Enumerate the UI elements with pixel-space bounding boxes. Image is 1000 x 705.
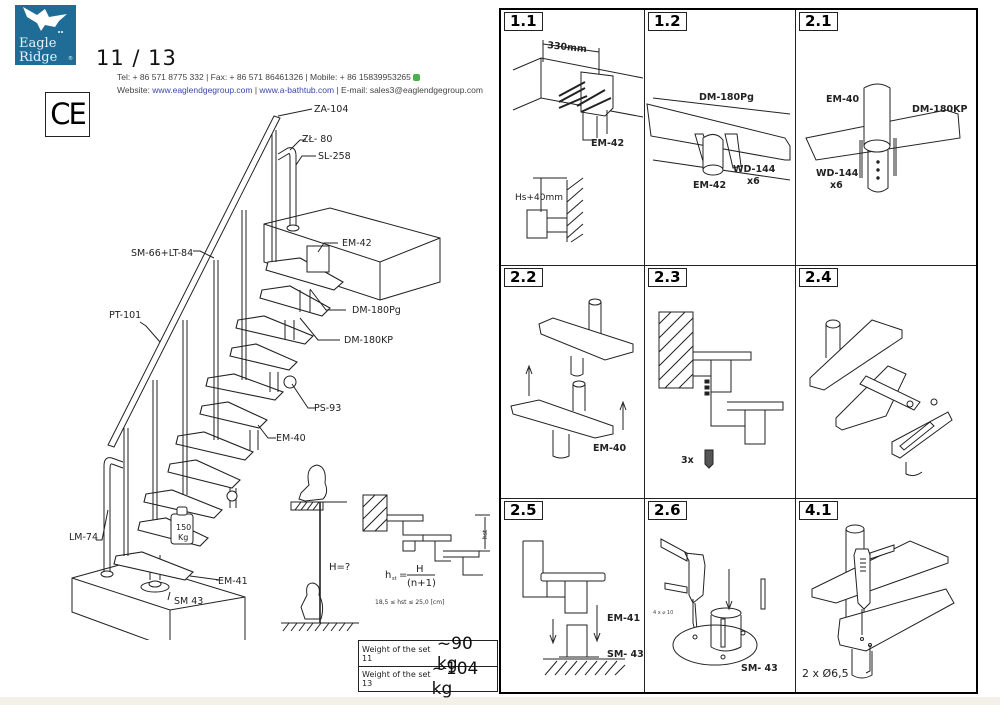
label-lm74: LM-74 [69, 532, 98, 543]
formula-subscript: st [392, 576, 397, 582]
eagle-ridge-logo: Eagle Ridge ® [15, 5, 76, 65]
base-label: SM- 43 [607, 649, 644, 660]
step-number: 1.2 [648, 12, 687, 31]
label-dm180pg: DM-180Pg [352, 305, 401, 316]
step-1-1-illustration: 330mm EM-42 Hs+40mm [512, 40, 644, 243]
height-calculation-diagram: H=? h st = H (n+1) 18,5 ≤ hst ≤ 25,0 [cm… [281, 464, 490, 632]
formula-numerator: H [416, 564, 424, 575]
step-2-1-illustration: EM-40 DM-180KP WD-144 x6 [805, 83, 967, 193]
assembly-steps-grid: 1.1 330mm EM-42 Hs+40mm 1.2 [499, 8, 978, 694]
whatsapp-icon [412, 74, 420, 82]
weight-row: Weight of the set 11 ~90 kg [358, 634, 498, 674]
tread-label: DM-180KP [912, 104, 967, 115]
weight-row: Weight of the set 13 ~104 kg [358, 659, 498, 699]
step-2-6-illustration: 4 x ⌀ 10 SM- 43 [653, 538, 778, 674]
brand-line1: Eagle [19, 36, 57, 51]
hst-label: hst [482, 529, 489, 539]
website-label: Website: [117, 85, 150, 95]
step-number: 1.1 [504, 12, 543, 31]
label-sm66-lt84: SM-66+LT-84 [131, 248, 193, 259]
label-em42: EM-42 [342, 238, 372, 249]
step-number: 2.6 [648, 501, 687, 520]
label-em41: EM-41 [218, 576, 248, 587]
weight-value: ~90 kg [436, 633, 473, 674]
formula-lhs: h [385, 570, 391, 581]
ce-mark: CE [45, 92, 90, 137]
step-cell-2-2: 2.2 EM-40 [501, 266, 645, 499]
step-cell-2-3: 2.3 3x [645, 266, 796, 499]
weight-label-value: 150 [176, 523, 191, 532]
step-cell-2-5: 2.5 EM-41 SM- 43 [501, 499, 645, 692]
contact-phones: Tel: + 86 571 8775 332 | Fax: + 86 571 8… [117, 72, 411, 82]
step-2-2-illustration: EM-40 [510, 298, 634, 459]
label-sl258: SL-258 [318, 151, 351, 162]
step-height-range: 18,5 ≤ hst ≤ 25,0 [cm] [375, 599, 444, 606]
weight-label: Weight of the set 13 [362, 670, 431, 688]
step-2-4-illustration [809, 319, 953, 477]
website-link-2[interactable]: www.a-bathtub.com [259, 85, 335, 95]
label-sm43: SM 43 [174, 596, 203, 607]
step-1-2-illustration: DM-180Pg EM-42 WD-144 x6 [646, 92, 791, 191]
tread-label: DM-180Pg [699, 92, 754, 103]
registered-mark: ® [68, 56, 73, 62]
part-label: EM-40 [593, 443, 626, 454]
eagle-icon [23, 7, 67, 33]
website-link-1[interactable]: www.eaglendgegroup.com [152, 85, 253, 95]
contact-web-line: Website: www.eaglendgegroup.com | www.a-… [117, 85, 483, 95]
part-label: EM-42 [693, 180, 726, 191]
part-label: EM-40 [826, 94, 859, 105]
weight-label: Weight of the set 11 [362, 644, 431, 663]
part-label-em42: EM-42 [591, 138, 624, 149]
step-cell-4-1: 4.1 2 x Ø6,5 [796, 499, 976, 692]
step-cell-2-6: 2.6 4 x ⌀ 10 SM- 43 [645, 499, 796, 692]
screw-qty: x6 [830, 180, 843, 191]
part-label: EM-41 [607, 613, 640, 624]
dim-label: 330mm [547, 40, 588, 55]
email-text: | E-mail: sales3@eaglendgegroup.com [336, 85, 483, 95]
contact-phone-line: Tel: + 86 571 8775 332 | Fax: + 86 571 8… [117, 72, 420, 82]
label-zl80: ZŁ- 80 [302, 134, 332, 145]
brand-line2: Ridge [19, 50, 58, 65]
screw-label: WD-144 [733, 164, 776, 175]
screw-qty: x6 [747, 176, 760, 187]
hs-label: Hs+40mm [515, 193, 563, 203]
page-number: 11 / 13 [96, 46, 177, 70]
step-2-5-illustration: EM-41 SM- 43 [522, 540, 644, 676]
label-em40: EM-40 [276, 433, 306, 444]
height-question: H=? [329, 562, 350, 573]
step-number: 2.1 [799, 12, 838, 31]
step-cell-1-1: 1.1 330mm EM-42 Hs+40mm [501, 10, 645, 266]
base-label: SM- 43 [741, 663, 778, 674]
label-pt101: PT-101 [109, 310, 141, 321]
step-2-3-illustration: 3x [658, 311, 784, 469]
step-number: 2.2 [504, 268, 543, 287]
weights-table: Weight of the set 11 ~90 kg Weight of th… [358, 634, 498, 699]
step-4-1-illustration: 2 x Ø6,5 [802, 524, 955, 680]
formula-equals: = [399, 570, 407, 581]
step-cell-1-2: 1.2 DM-180Pg EM-42 WD-144 x6 [645, 10, 796, 266]
step-number: 4.1 [799, 501, 838, 520]
stair-illustration: ZA-104 ZŁ- 80 SL-258 EM-42 SM-66+LT-84 D… [69, 104, 441, 640]
weight-label-unit: Kg [178, 533, 188, 542]
label-za104: ZA-104 [314, 104, 348, 115]
label-dm180kp: DM-180KP [344, 335, 393, 346]
step-cell-2-1: 2.1 EM-40 DM-180KP WD-144 x6 [796, 10, 976, 266]
step-number: 2.3 [648, 268, 687, 287]
holes-label: 2 x Ø6,5 [802, 667, 849, 680]
qty-label: 3x [681, 455, 694, 466]
step-number: 2.5 [504, 501, 543, 520]
formula-denominator: (n+1) [407, 578, 436, 589]
weight-value: ~104 kg [431, 659, 479, 699]
step-number: 2.4 [799, 268, 838, 287]
screw-label: WD-144 [816, 168, 859, 179]
step-cell-2-4: 2.4 [796, 266, 976, 499]
label-ps93: PS-93 [314, 403, 341, 414]
drill-label: 4 x ⌀ 10 [653, 610, 673, 616]
